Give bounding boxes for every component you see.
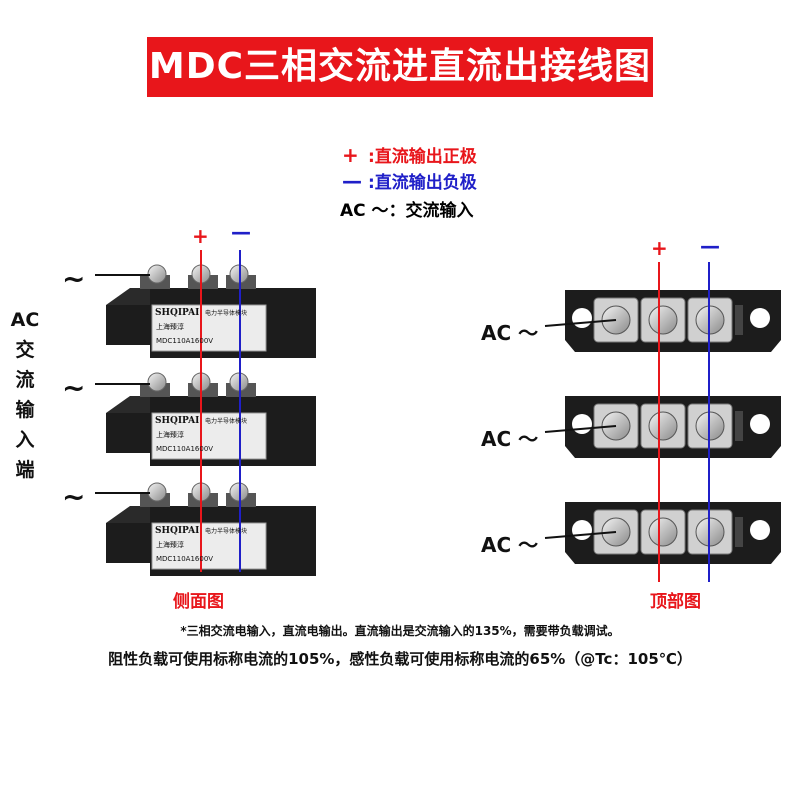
side-module-2 <box>106 372 316 466</box>
ac-symbol: AC ～ <box>340 201 389 221</box>
side-minus-label: — <box>231 220 251 244</box>
top-ac-label-1: AC ～ <box>481 321 539 345</box>
module-model: MDC110A1600V <box>156 337 214 345</box>
module-brand: SHQIPAI <box>155 308 200 318</box>
plus-symbol: + <box>342 143 359 167</box>
top-module-2 <box>565 396 781 458</box>
page-title: MDC三相交流进直流出接线图 <box>147 37 653 97</box>
minus-symbol: — <box>342 169 362 193</box>
ac-vertical-char: 端 <box>15 459 35 481</box>
ac-vertical-char: 入 <box>15 429 35 451</box>
module-model: MDC110A1600V <box>156 555 214 563</box>
ac-vertical-char: 输 <box>15 399 35 421</box>
top-ac-label-3: AC ～ <box>481 533 539 557</box>
module-brand: SHQIPAI <box>155 416 200 426</box>
note-line-1: *三相交流电输入，直流电输出。直流输出是交流输入的135%，需要带负载调试。 <box>180 624 620 638</box>
side-plus-label: + <box>192 224 209 248</box>
side-module-1 <box>106 264 316 358</box>
top-minus-label: — <box>700 234 720 258</box>
legend-positive-text: :直流输出正极 <box>368 147 477 167</box>
module-brand: SHQIPAI <box>155 526 200 536</box>
module-subtitle: 上海臻淳 <box>156 323 184 331</box>
ac-vertical-char: AC <box>10 309 40 331</box>
tilde-label-2: ~ <box>62 371 86 404</box>
top-ac-label-2: AC ～ <box>481 427 539 451</box>
legend-positive: + :直流输出正极 <box>342 142 477 167</box>
top-view-caption: 顶部图 <box>650 592 701 612</box>
module-subtitle: 上海臻淳 <box>156 541 184 549</box>
ac-vertical-char: 流 <box>15 369 35 391</box>
legend-negative: — :直流输出负极 <box>342 168 477 193</box>
module-header: 电力半导体模块 <box>205 528 248 535</box>
ac-vertical-char: 交 <box>15 339 35 361</box>
note-line-2: 阻性负载可使用标称电流的105%，感性负载可使用标称电流的65%（@Tc：105… <box>108 650 692 668</box>
module-model: MDC110A1600V <box>156 445 214 453</box>
tilde-label-1: ~ <box>62 262 86 295</box>
module-header: 电力半导体模块 <box>205 418 248 425</box>
legend-ac-text: ：交流输入 <box>388 201 474 221</box>
module-subtitle: 上海臻淳 <box>156 431 184 439</box>
legend-ac: AC ～：交流输入 <box>340 196 474 221</box>
tilde-label-3: ~ <box>62 480 86 513</box>
legend-negative-text: :直流输出负极 <box>368 173 477 193</box>
ac-input-vertical-label: AC 交 流 输 入 端 <box>8 305 42 485</box>
module-header: 电力半导体模块 <box>205 310 248 317</box>
top-plus-label: + <box>651 236 668 260</box>
side-view-caption: 侧面图 <box>173 592 224 612</box>
